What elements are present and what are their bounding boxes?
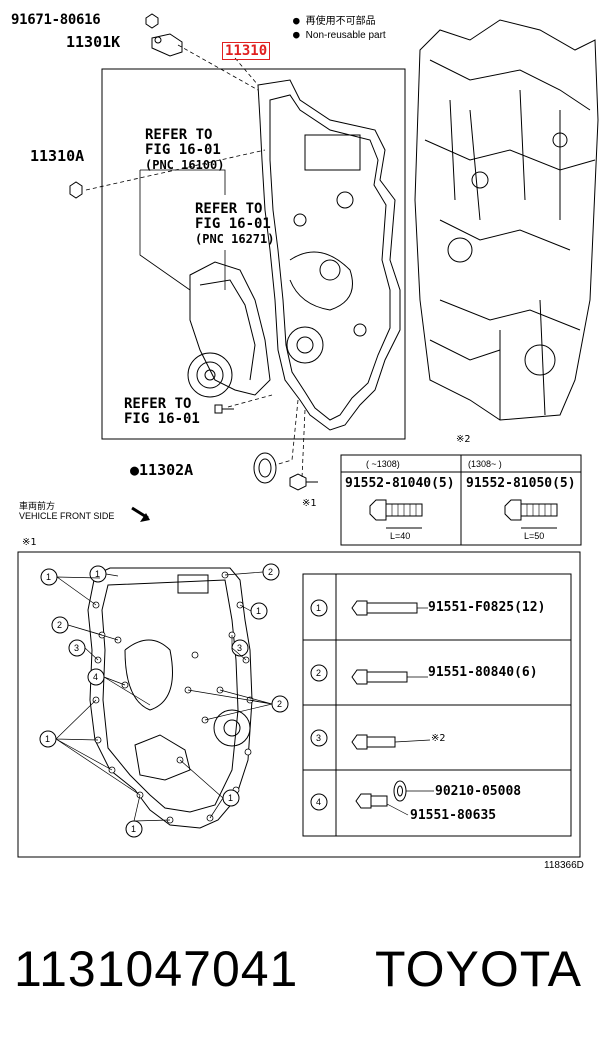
refer-fig-16-01[interactable]: REFER TO FIG 16-01 [124, 397, 200, 427]
detail-part-4b[interactable]: 91551-80635 [410, 808, 497, 823]
callout-1: 1 [256, 606, 262, 616]
engine-block-outline [414, 19, 599, 421]
detail-part-2[interactable]: 91551-80840(6) [428, 665, 538, 680]
vehicle-front-jp: 車両前方 [19, 502, 56, 512]
detail-table-num-circles [310, 599, 328, 811]
figure-id: 118366D [544, 860, 584, 871]
legend-jp-text: 再使用不可部品 [305, 16, 376, 27]
footer-brand: TOYOTA [375, 941, 582, 997]
refer-line: REFER TO [195, 201, 263, 217]
callout-1: 1 [45, 734, 51, 744]
detail-table-frame [302, 573, 572, 837]
part-11310-highlighted[interactable]: 11310 [222, 42, 271, 60]
callout-leaders [55, 571, 273, 822]
bolt-col1-length: L=40 [390, 531, 411, 541]
detail-frame [17, 551, 581, 858]
detail-cover-outline [87, 567, 253, 829]
bolt-col2-length: L=50 [524, 531, 545, 541]
vehicle-front-en: VEHICLE FRONT SIDE [19, 511, 115, 521]
detail-row-num: 1 [316, 603, 322, 613]
legend-en-text: Non-reusable part [305, 30, 386, 41]
note-mark-2: ※2 [456, 434, 471, 445]
detail-part-1[interactable]: 91551-F0825(12) [428, 600, 546, 615]
refer-pnc: (PNC 16100) [145, 158, 225, 172]
callout-1: 1 [95, 569, 101, 579]
callout-3: 3 [237, 643, 243, 653]
detail-bolt-holes [92, 571, 254, 824]
bolt-col2-header: (1308~ ) [468, 459, 502, 469]
part-11302A[interactable]: ●11302A [130, 461, 193, 479]
part-11301K[interactable]: 11301K [66, 33, 121, 51]
note-mark-1: ※1 [302, 498, 317, 509]
callout-2: 2 [268, 567, 274, 577]
refer-line: FIG 16-01 [195, 216, 271, 232]
part-91671[interactable]: 91671-80616 [11, 12, 101, 28]
callout-1: 1 [131, 824, 137, 834]
refer-fig-16100[interactable]: REFER TO FIG 16-01 (PNC 16100) [145, 128, 224, 173]
legend-en: ● Non-reusable part [293, 28, 386, 41]
bolt-threads [391, 504, 552, 516]
refer-line: REFER TO [145, 127, 213, 143]
front-arrow-head [140, 513, 150, 522]
detail-note-mark-1: ※1 [22, 537, 37, 548]
bolt-table-frame [340, 454, 582, 546]
legend-jp: ● 再使用不可部品 [293, 12, 376, 27]
callout-4: 4 [93, 672, 99, 682]
non-reusable-bullet-icon: ● [293, 14, 300, 27]
bolt-col2-part[interactable]: 91552-81050(5) [466, 476, 576, 491]
refer-line: FIG 16-01 [124, 411, 200, 427]
refer-line: FIG 16-01 [145, 142, 221, 158]
refer-pnc: (PNC 16271) [195, 232, 275, 246]
callout-2: 2 [277, 699, 283, 709]
callout-1: 1 [46, 572, 52, 582]
detail-leaders [386, 607, 434, 816]
bolt-col1-part[interactable]: 91552-81040(5) [345, 476, 455, 491]
footer-part-number: 1131047041 [14, 941, 299, 997]
detail-row-num: 4 [316, 797, 322, 807]
main-frame [101, 68, 406, 440]
callout-3: 3 [74, 643, 80, 653]
callout-2: 2 [57, 620, 63, 630]
detail-row-num: 3 [316, 733, 322, 743]
detail-row-num: 2 [316, 668, 322, 678]
non-reusable-bullet-icon: ● [130, 461, 140, 479]
detail-part-3: ※2 [431, 733, 446, 744]
callout-1: 1 [228, 793, 234, 803]
bolt-col1-header: ( ~1308) [366, 459, 400, 469]
refer-line: REFER TO [124, 396, 192, 412]
detail-part-4a[interactable]: 90210-05008 [435, 784, 522, 799]
water-pump [187, 261, 271, 398]
refer-leaders [139, 169, 226, 291]
timing-chain-cover [257, 79, 401, 431]
small-parts [69, 13, 318, 491]
part-11302A-label: 11302A [139, 461, 194, 479]
refer-fig-16271[interactable]: REFER TO FIG 16-01 (PNC 16271) [195, 202, 274, 247]
part-11310A[interactable]: 11310A [30, 147, 85, 165]
non-reusable-bullet-icon: ● [293, 28, 300, 41]
